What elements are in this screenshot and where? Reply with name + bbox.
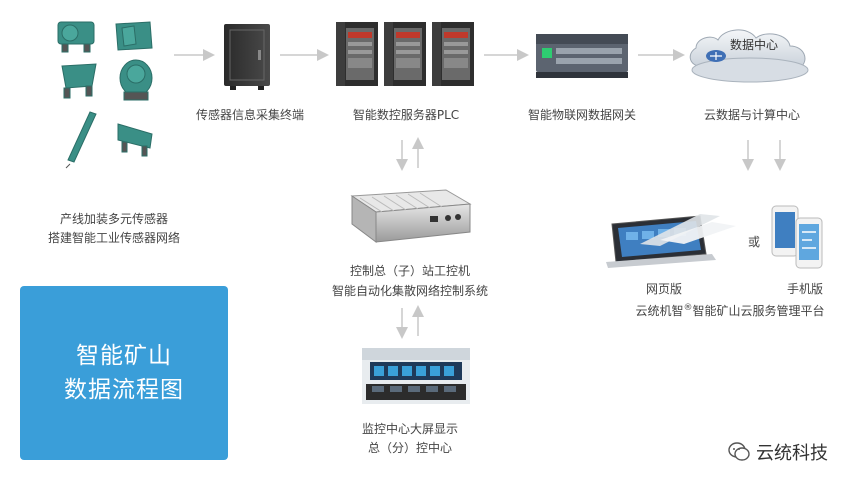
or-label: 或: [747, 235, 760, 249]
vibrating-screen-icon: [117, 123, 153, 157]
platform-label-prefix: 云统机智: [635, 304, 684, 318]
cloud-data-center-tag: 数据中心: [729, 38, 778, 52]
flow-arrows-plc-control: [396, 137, 424, 171]
title-line1: 智能矿山: [76, 343, 172, 369]
control-station-label-line1: 控制总（子）站工控机: [349, 264, 470, 278]
jaw-crusher-icon: [115, 21, 153, 51]
gateway-label: 智能物联网数据网关: [527, 108, 636, 122]
control-station-label-line2: 智能自动化集散网络控制系统: [331, 284, 488, 298]
cone-crusher-icon: [119, 59, 153, 101]
mobile-version-phones-icon: [771, 205, 823, 269]
monitor-center-label-line2: 总（分）控中心: [367, 441, 452, 455]
cloud-center-label: 云数据与计算中心: [703, 108, 800, 122]
title-box: 智能矿山 数据流程图: [20, 286, 228, 460]
registered-mark: ®: [683, 303, 693, 313]
web-version-label: 网页版: [645, 282, 682, 296]
feeder-machine-icon: [61, 63, 97, 99]
crusher-machine-icon: [57, 21, 95, 53]
cloud-data-center-icon: [689, 29, 809, 83]
flow-arrows-cloud-clients: [742, 140, 786, 171]
brand-name: 云统科技: [756, 443, 828, 464]
mining-machines-icon: [57, 21, 153, 169]
industrial-control-pc-icon: [350, 189, 472, 243]
monitor-center-label-line1: 监控中心大屏显示: [361, 422, 458, 436]
monitoring-center-screen-icon: [362, 348, 470, 404]
plc-label: 智能数控服务器PLC: [352, 108, 460, 122]
web-version-laptop-icon: [606, 214, 736, 268]
sensor-terminal-cabinet-icon: [224, 24, 270, 90]
platform-label: 云统机智®智能矿山云服务管理平台: [614, 302, 846, 319]
iot-gateway-device-icon: [536, 34, 628, 78]
plc-server-cabinets-icon: [336, 22, 474, 86]
flow-arrows-control-monitor: [396, 305, 424, 339]
brand-watermark: 云统科技: [728, 440, 828, 464]
sensors-label-line2: 搭建智能工业传感器网络: [47, 231, 180, 245]
sensor-terminal-label: 传感器信息采集终端: [195, 108, 304, 122]
platform-label-suffix: 智能矿山云服务管理平台: [692, 304, 825, 318]
conveyor-belt-icon: [65, 111, 97, 169]
title-line2: 数据流程图: [64, 377, 184, 403]
mobile-version-label: 手机版: [786, 282, 823, 296]
sensors-label-line1: 产线加装多元传感器: [59, 212, 168, 226]
wechat-logo-icon: [728, 442, 750, 461]
